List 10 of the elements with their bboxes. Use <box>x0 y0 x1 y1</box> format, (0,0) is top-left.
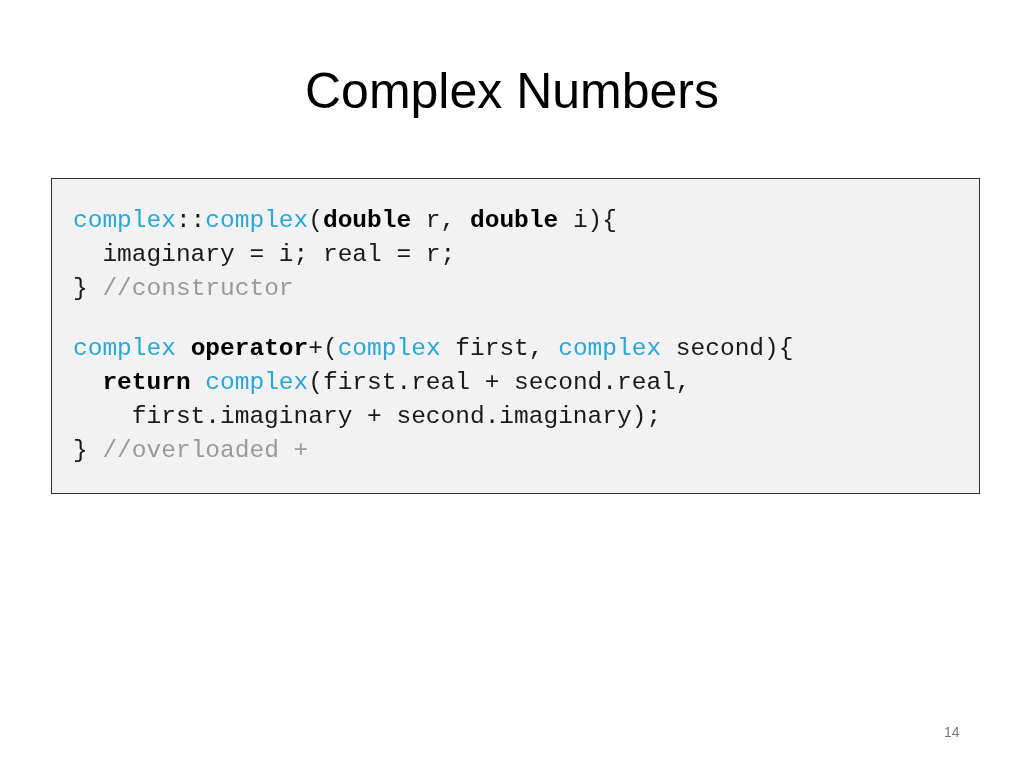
code-line: imaginary = i; real = r; <box>102 240 456 270</box>
code-line: complex operator+(complex first, complex second){ <box>73 334 794 364</box>
slide-title: Complex Numbers <box>304 62 720 120</box>
code-line: complex::complex(double r, double i){ <box>73 206 617 236</box>
code-panel <box>51 178 980 494</box>
code-line: return complex(first.real + second.real, <box>102 368 691 398</box>
code-line: first.imaginary + second.imaginary); <box>131 402 662 432</box>
code-line: } //overloaded + <box>73 436 309 466</box>
page-number: 14 <box>944 724 960 740</box>
code-line: } //constructor <box>73 274 294 304</box>
